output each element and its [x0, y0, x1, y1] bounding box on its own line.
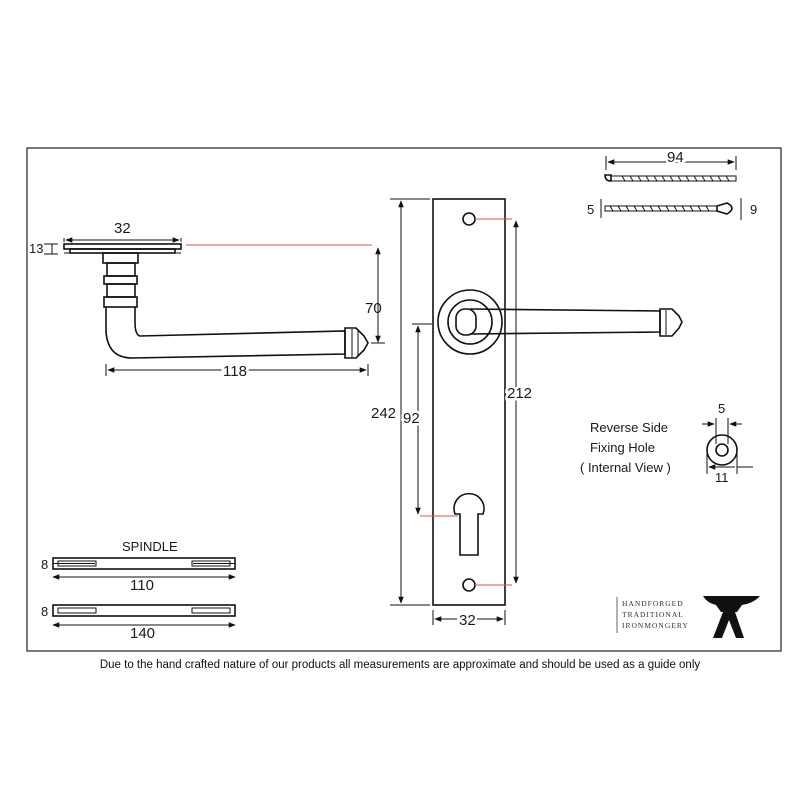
backplate-width-dim: 32: [459, 612, 476, 629]
brand-logo: HANDFORGED TRADITIONAL IRONMONGERY: [616, 596, 760, 638]
internal-view-label: ( Internal View ): [580, 460, 671, 475]
spindle-top-length-dim: 110: [130, 577, 154, 594]
spindle-bottom-width-dim: 8: [41, 604, 48, 619]
screw-length-dim: 94: [667, 149, 684, 166]
anvil-icon: [703, 596, 760, 638]
reverse-side-label: Reverse Side: [590, 420, 668, 435]
screw-head-dim: 9: [750, 202, 757, 217]
drawing-frame: [26, 147, 782, 652]
rose-width-dim: 32: [114, 220, 131, 237]
hole-inner-dim: 5: [718, 401, 725, 416]
lever-side-view: 32 13 70 118: [29, 220, 385, 383]
backplate-height-dim: 242: [371, 405, 396, 422]
keyhole-to-lever-dim: 92: [403, 410, 420, 427]
fixing-screws: 94 5 9: [587, 147, 757, 220]
brand-line-3: IRONMONGERY: [622, 621, 689, 630]
backplate-front-view: 242 92 212 32: [371, 198, 683, 632]
rose-height-dim: 13: [29, 241, 43, 256]
lever-projection-dim: 70: [365, 300, 382, 317]
spindles: SPINDLE 8 110 8 140: [41, 539, 236, 642]
spindle-title: SPINDLE: [122, 539, 178, 554]
fixing-hole-label: Fixing Hole: [590, 440, 655, 455]
screw-shank-dim: 5: [587, 202, 594, 217]
spindle-top-width-dim: 8: [41, 557, 48, 572]
brand-line-2: TRADITIONAL: [622, 610, 684, 619]
hole-outer-dim: 11: [715, 470, 729, 485]
fixing-centres-dim: 212: [507, 385, 532, 402]
brand-line-1: HANDFORGED: [622, 599, 684, 608]
spindle-bottom-length-dim: 140: [130, 625, 155, 642]
lever-length-dim: 118: [223, 363, 247, 380]
footer-disclaimer: Due to the hand crafted nature of our pr…: [100, 659, 701, 671]
reverse-fixing-hole: Reverse Side Fixing Hole ( Internal View…: [580, 401, 753, 485]
